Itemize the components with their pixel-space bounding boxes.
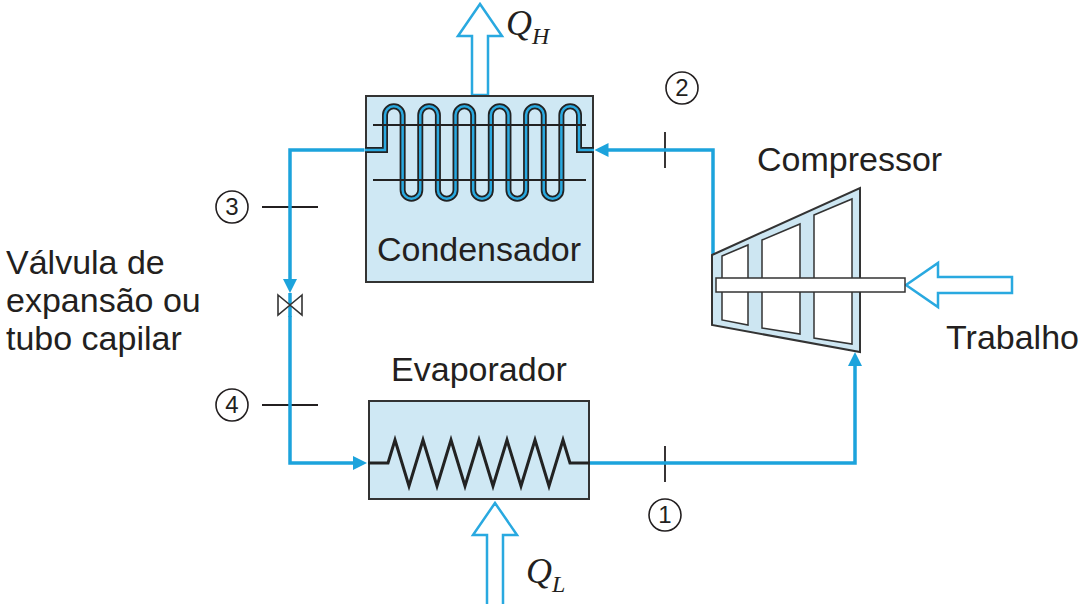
callout-number: 3 [216,191,248,223]
compressor-shape: Compressor [700,140,950,355]
component-name: Condensador [377,230,581,269]
refrigerant-line [602,150,714,254]
callout-number: 2 [666,72,698,104]
callout-circle [666,72,698,104]
coil-fin [373,179,586,181]
refrigerant-line [290,150,365,286]
compressor-shaft [716,278,905,292]
evaporator-coil [368,400,590,500]
expansion-valve: Válvula de expansão ou tubo capilar [6,243,306,361]
symbol-subscript: L [552,571,565,597]
heat-label: QH [506,4,549,44]
callout-circle [216,389,248,421]
callout-number: 4 [216,389,248,421]
heat-out-arrow [458,4,502,95]
compressor-casing [712,188,860,352]
callout-number: 1 [649,499,681,531]
refrigerant-line [590,359,855,463]
callout-circle [649,499,681,531]
work-arrow [906,263,1012,307]
coil-outline [365,106,594,199]
symbol-letter: Q [526,551,552,591]
evaporator-body [368,400,590,500]
evaporator-box: Evaporador [368,350,590,500]
compressor-blade [814,199,852,344]
condenser-box: Condensador [365,95,594,283]
heat-label: QL [526,552,565,592]
refrigerant-line [290,316,360,463]
component-name: Evaporador [391,350,567,389]
coil-fin [373,124,586,126]
coil-tube [365,106,594,199]
valve-label: Válvula de expansão ou tubo capilar [6,243,221,357]
zigzag-coil [368,440,590,486]
valve-bowtie [278,295,302,315]
component-name: Compressor [757,140,942,179]
work-label: Trabalho [946,318,1079,357]
heat-in-arrow [473,503,517,604]
callout-circle [216,191,248,223]
symbol-subscript: H [532,23,549,49]
symbol-letter: Q [506,3,532,43]
